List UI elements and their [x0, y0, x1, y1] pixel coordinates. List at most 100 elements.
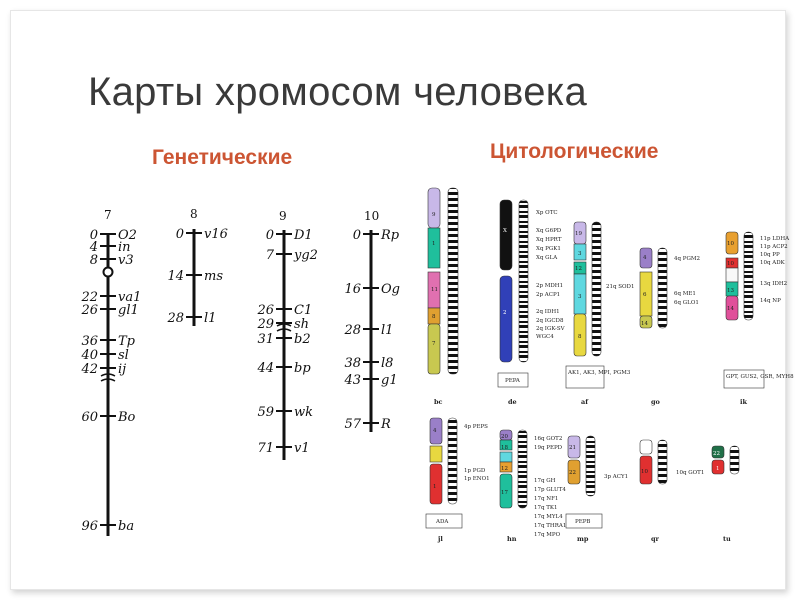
svg-text:l8: l8 [381, 356, 393, 371]
svg-text:Xq GLA: Xq GLA [536, 255, 558, 261]
svg-text:4q PGM2: 4q PGM2 [674, 256, 700, 262]
svg-text:gl1: gl1 [118, 303, 139, 318]
svg-text:Xq HPRT: Xq HPRT [536, 237, 562, 243]
svg-text:D1: D1 [293, 228, 313, 243]
slide [10, 10, 786, 590]
svg-text:Og: Og [381, 282, 400, 297]
svg-text:PEPA: PEPA [505, 378, 521, 384]
svg-text:qr: qr [651, 535, 660, 543]
svg-text:Xq G6PD: Xq G6PD [536, 228, 562, 234]
svg-text:6: 6 [643, 292, 647, 298]
svg-text:AK1, AK3, MPI, PGM3: AK1, AK3, MPI, PGM3 [567, 370, 631, 376]
svg-text:38: 38 [344, 356, 361, 371]
svg-text:b2: b2 [294, 332, 311, 347]
svg-text:17q MPO: 17q MPO [534, 532, 561, 538]
svg-text:4: 4 [433, 428, 437, 434]
svg-text:2q IGCD8: 2q IGCD8 [536, 318, 564, 324]
svg-text:jl: jl [437, 535, 443, 543]
svg-text:36: 36 [81, 334, 98, 349]
locus: 42 ij [80, 362, 126, 377]
svg-text:1p ENO1: 1p ENO1 [464, 476, 490, 482]
svg-text:17: 17 [501, 490, 508, 496]
locus: 0 v16 [176, 227, 228, 242]
svg-text:sh: sh [294, 317, 309, 332]
svg-text:57: 57 [344, 417, 361, 432]
svg-text:2p ACP1: 2p ACP1 [536, 292, 560, 298]
svg-text:Rp: Rp [380, 228, 400, 243]
svg-text:11p ACP2: 11p ACP2 [760, 244, 788, 250]
svg-text:10q ADK: 10q ADK [760, 260, 786, 266]
centromere [102, 266, 114, 278]
svg-text:3: 3 [578, 251, 582, 257]
svg-text:8: 8 [90, 253, 98, 268]
svg-text:0: 0 [90, 228, 98, 243]
svg-text:10q GOT1: 10q GOT1 [676, 470, 704, 476]
svg-text:40: 40 [80, 348, 98, 363]
svg-text:mp: mp [577, 535, 589, 543]
cyto-pair-go: 4 6 14 4q PGM2 6q ME1 6q GLO1 go [639, 247, 700, 406]
svg-text:29: 29 [256, 317, 274, 332]
svg-text:3: 3 [578, 294, 582, 300]
svg-text:71: 71 [257, 441, 274, 456]
svg-text:2q IGK-SV: 2q IGK-SV [536, 326, 566, 332]
genetic-maps-heading: Генетические [152, 146, 293, 169]
locus: 28 l1 [166, 311, 216, 326]
svg-text:1: 1 [716, 466, 720, 472]
svg-text:42: 42 [80, 362, 98, 377]
cyto-pair-de: X 2 Xp OTC Xq G6PD Xq HPRT Xq PGK1 Xq GL… [497, 199, 566, 406]
svg-text:7: 7 [266, 248, 275, 263]
svg-text:17q TK1: 17q TK1 [534, 505, 558, 511]
svg-text:16: 16 [344, 282, 361, 297]
svg-text:14q NP: 14q NP [760, 298, 781, 304]
svg-text:Bo: Bo [117, 410, 136, 425]
svg-text:26: 26 [256, 303, 274, 318]
svg-text:43: 43 [343, 373, 361, 388]
slide-title: Карты хромосом человека [88, 70, 588, 114]
svg-text:0: 0 [176, 227, 184, 242]
svg-text:21: 21 [569, 445, 576, 451]
svg-text:l1: l1 [381, 323, 393, 338]
locus: 38 l8 [344, 356, 393, 371]
locus: 71 v1 [257, 441, 309, 456]
svg-text:28: 28 [166, 311, 184, 326]
svg-text:22: 22 [713, 451, 720, 457]
locus: 16 Og [344, 282, 400, 297]
svg-text:3p ACY1: 3p ACY1 [604, 474, 628, 480]
svg-text:14: 14 [167, 269, 184, 284]
svg-text:v1: v1 [294, 441, 310, 456]
svg-text:PEPB: PEPB [575, 519, 590, 525]
svg-text:96: 96 [81, 519, 98, 534]
svg-text:11p LDHA: 11p LDHA [760, 236, 790, 242]
svg-text:14: 14 [727, 306, 734, 312]
svg-text:v16: v16 [204, 227, 228, 242]
svg-text:1: 1 [432, 241, 436, 247]
svg-text:l1: l1 [204, 311, 216, 326]
svg-text:4: 4 [89, 240, 98, 255]
svg-text:O2: O2 [118, 228, 137, 243]
svg-text:6q GLO1: 6q GLO1 [674, 300, 699, 306]
cyto-pair-ik: 10 10 13 14 11p LDHA 11p ACP2 10q PP 10q… [723, 231, 794, 406]
svg-text:12: 12 [501, 466, 508, 472]
svg-text:2: 2 [503, 310, 507, 316]
svg-text:1: 1 [433, 484, 437, 490]
svg-text:X: X [503, 228, 507, 234]
svg-text:31: 31 [257, 332, 274, 347]
svg-text:17q THRA1: 17q THRA1 [534, 523, 566, 529]
svg-text:10: 10 [727, 261, 734, 267]
svg-text:ij: ij [118, 362, 126, 377]
